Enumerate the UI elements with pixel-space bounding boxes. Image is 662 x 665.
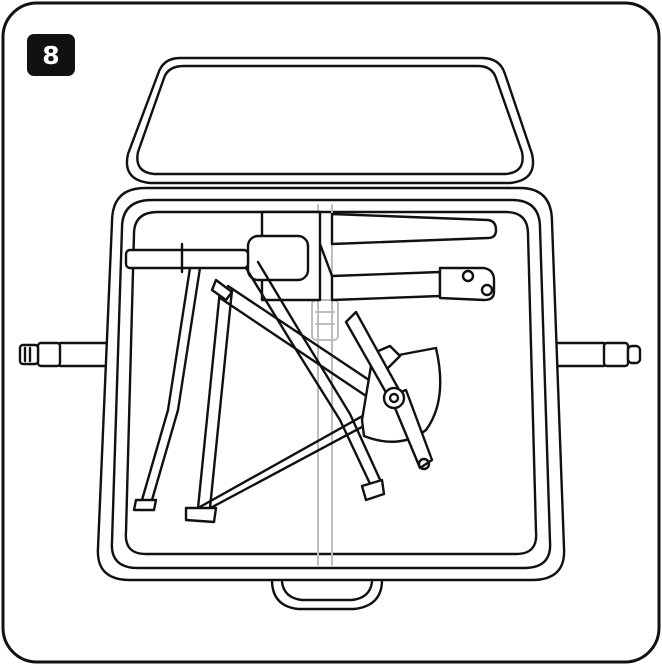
step-number-badge: 8 bbox=[27, 34, 75, 76]
frame bbox=[124, 242, 392, 524]
carry-handle bbox=[270, 578, 384, 611]
right-strap bbox=[542, 341, 642, 368]
case-lid bbox=[125, 56, 535, 185]
crankarm bbox=[344, 310, 434, 471]
left-strap bbox=[18, 341, 120, 368]
